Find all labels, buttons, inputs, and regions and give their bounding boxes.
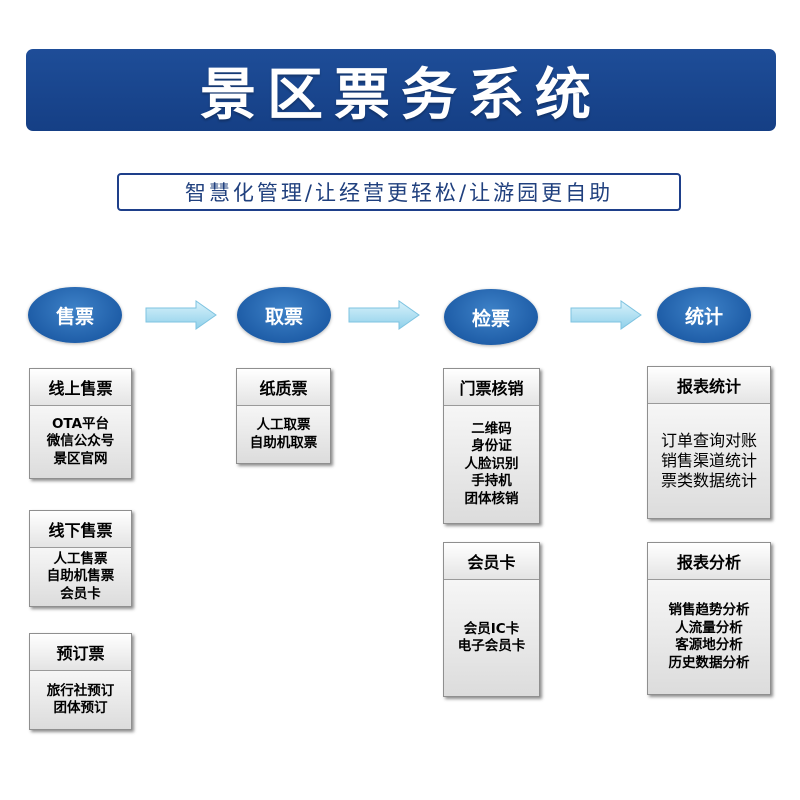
member-card-box: 会员卡 会员IC卡 电子会员卡 <box>443 542 540 697</box>
list-item: 会员IC卡 <box>463 620 520 637</box>
list-item: 电子会员卡 <box>457 638 526 654</box>
title-banner: 景区票务系统 <box>26 49 776 131</box>
flow-arrow-icon <box>348 300 420 330</box>
report-analysis-title: 报表分析 <box>648 543 770 580</box>
online-sales-list: OTA平台 微信公众号 景区官网 <box>30 406 131 478</box>
member-card-list: 会员IC卡 电子会员卡 <box>444 580 539 696</box>
list-item: 旅行社预订 <box>46 682 115 699</box>
gate-check-box: 门票核销 二维码 身份证 人脸识别 手持机 团体核销 <box>443 368 540 524</box>
list-item: 销售趋势分析 <box>668 602 750 618</box>
list-item: 人工售票 <box>53 550 108 567</box>
list-item: 团体核销 <box>464 490 519 507</box>
list-item: 微信公众号 <box>46 433 115 450</box>
paper-ticket-title: 纸质票 <box>237 369 330 406</box>
list-item: 人脸识别 <box>464 455 519 472</box>
stage-stats-label: 统计 <box>684 305 723 328</box>
booking-box: 预订票 旅行社预订 团体预订 <box>29 633 132 730</box>
online-sales-box: 线上售票 OTA平台 微信公众号 景区官网 <box>29 368 132 479</box>
list-item: 会员卡 <box>60 585 101 602</box>
list-item: 团体预订 <box>53 700 108 716</box>
gate-check-list: 二维码 身份证 人脸识别 手持机 团体核销 <box>444 406 539 523</box>
stage-sell: 售票 <box>28 287 122 343</box>
subtitle-text: 智慧化管理/让经营更轻松/让游园更自助 <box>184 181 614 205</box>
list-item: 身份证 <box>471 438 512 455</box>
page-title: 景区票务系统 <box>200 62 602 128</box>
offline-sales-title: 线下售票 <box>30 511 131 548</box>
report-stats-list: 订单查询对账 销售渠道统计 票类数据统计 <box>648 404 770 518</box>
offline-sales-list: 人工售票 自助机售票 会员卡 <box>30 548 131 606</box>
gate-check-title: 门票核销 <box>444 369 539 406</box>
list-item: 人流量分析 <box>675 619 743 636</box>
stage-sell-label: 售票 <box>55 305 94 328</box>
report-analysis-list: 销售趋势分析 人流量分析 客源地分析 历史数据分析 <box>648 580 770 694</box>
list-item: 二维码 <box>471 420 512 437</box>
list-item: 订单查询对账 <box>660 431 757 450</box>
list-item: 客源地分析 <box>675 637 743 653</box>
report-stats-title: 报表统计 <box>648 367 770 404</box>
flow-arrow-icon <box>145 300 217 330</box>
list-item: 手持机 <box>471 473 512 490</box>
offline-sales-box: 线下售票 人工售票 自助机售票 会员卡 <box>29 510 132 607</box>
list-item: 自助机售票 <box>46 568 115 585</box>
list-item: 景区官网 <box>53 450 108 467</box>
list-item: 销售渠道统计 <box>660 451 757 470</box>
stage-stats: 统计 <box>657 287 751 343</box>
online-sales-title: 线上售票 <box>30 369 131 406</box>
list-item: 历史数据分析 <box>668 654 750 671</box>
paper-ticket-box: 纸质票 人工取票 自助机取票 <box>236 368 331 464</box>
paper-ticket-list: 人工取票 自助机取票 <box>237 406 330 463</box>
stage-check: 检票 <box>444 289 538 345</box>
subtitle-frame: 智慧化管理/让经营更轻松/让游园更自助 <box>117 173 681 211</box>
member-card-title: 会员卡 <box>444 543 539 580</box>
list-item: 自助机取票 <box>249 434 318 451</box>
list-item: OTA平台 <box>51 415 110 432</box>
report-analysis-box: 报表分析 销售趋势分析 人流量分析 客源地分析 历史数据分析 <box>647 542 771 695</box>
list-item: 票类数据统计 <box>660 471 757 490</box>
list-item: 人工取票 <box>256 417 311 433</box>
stage-pickup: 取票 <box>237 287 331 343</box>
flow-arrow-icon <box>570 300 642 330</box>
booking-title: 预订票 <box>30 634 131 671</box>
booking-list: 旅行社预订 团体预订 <box>30 671 131 729</box>
report-stats-box: 报表统计 订单查询对账 销售渠道统计 票类数据统计 <box>647 366 771 519</box>
stage-check-label: 检票 <box>471 307 510 330</box>
stage-pickup-label: 取票 <box>264 305 303 328</box>
